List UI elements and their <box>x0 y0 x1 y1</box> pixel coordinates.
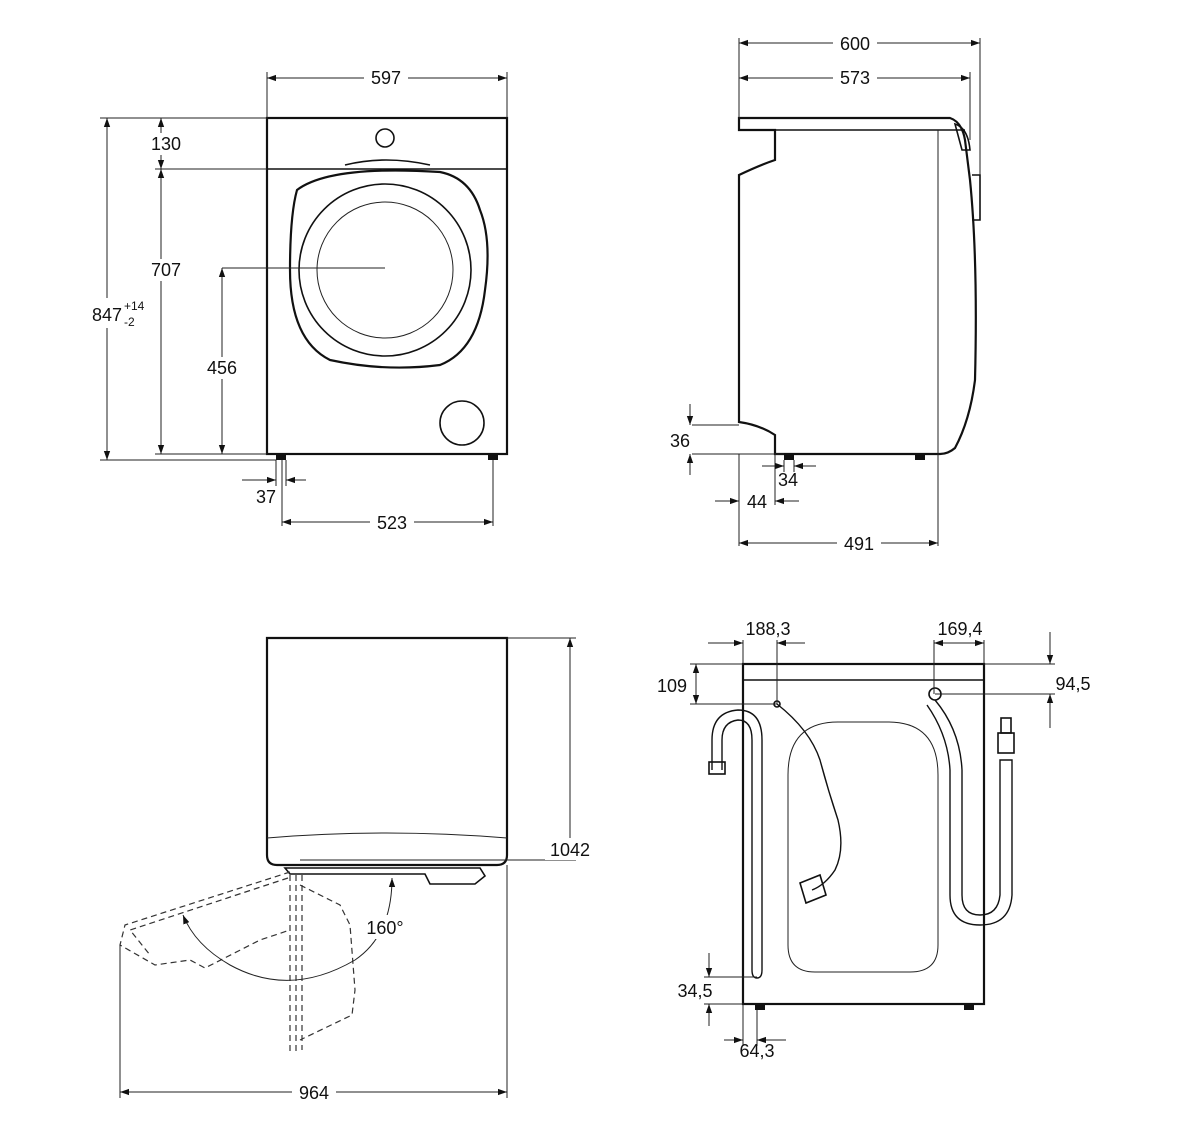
front-door-center-label: 456 <box>207 358 237 378</box>
back-power-height-label: 109 <box>657 676 687 696</box>
front-width-label: 597 <box>371 68 401 88</box>
front-foot-offset-label: 37 <box>256 487 276 507</box>
side-cabinet <box>737 116 977 456</box>
power-cord <box>776 703 842 891</box>
back-bottom-hose-offset-label: 64,3 <box>739 1041 774 1061</box>
front-total-height-label: 847 <box>92 305 122 325</box>
back-view: 188,3 109 169,4 94,5 34,5 64,3 <box>650 619 1091 1061</box>
drain-hose-connector <box>997 732 1015 754</box>
back-cabinet <box>741 662 986 1006</box>
drain-hose-right <box>926 699 1013 926</box>
front-foot-left <box>276 454 286 460</box>
back-drain-offset-label: 169,4 <box>937 619 982 639</box>
top-panel-curve <box>344 159 431 166</box>
side-foot-offset-label: 44 <box>747 492 767 512</box>
back-drain-height-label: 94,5 <box>1055 674 1090 694</box>
door-angle-label: 160° <box>366 918 403 938</box>
side-door-handle <box>972 174 981 221</box>
top-cabinet <box>265 636 509 867</box>
program-knob-icon <box>375 128 395 148</box>
power-plug-icon <box>799 873 827 905</box>
front-view: 597 130 707 847 +14 -2 456 37 523 <box>88 66 509 533</box>
door-open-outline-2 <box>299 884 356 1041</box>
top-view: 160° 1042 964 <box>119 636 595 1103</box>
back-bottom-hose-height-label: 34,5 <box>677 981 712 1001</box>
door-glass <box>316 201 454 339</box>
top-depth-label: 1042 <box>550 840 590 860</box>
side-foot-front <box>784 454 794 460</box>
side-depth-total-label: 600 <box>840 34 870 54</box>
back-foot-left <box>755 1004 765 1010</box>
top-width-label: 964 <box>299 1083 329 1103</box>
side-base-height-label: 36 <box>670 431 690 451</box>
inlet-hose-connector <box>708 761 726 775</box>
front-foot-right <box>488 454 498 460</box>
side-depth-body-label: 491 <box>844 534 874 554</box>
side-foot-width-label: 34 <box>778 470 798 490</box>
front-door-height-label: 707 <box>151 260 181 280</box>
front-foot-span-label: 523 <box>377 513 407 533</box>
back-power-offset-label: 188,3 <box>745 619 790 639</box>
front-top-panel-label: 130 <box>151 134 181 154</box>
front-tolerance-upper: +14 <box>124 299 145 313</box>
side-knob <box>953 122 971 151</box>
back-panel-recess <box>787 721 939 973</box>
door-open-outline-1 <box>119 871 291 969</box>
inlet-hose-left <box>711 709 763 979</box>
side-depth-top-label: 573 <box>840 68 870 88</box>
door-hinge-lines <box>289 875 303 1055</box>
filter-cover <box>439 400 485 446</box>
back-foot-right <box>964 1004 974 1010</box>
door-closed-outline <box>283 867 487 885</box>
side-foot-back <box>915 454 925 460</box>
door-ring <box>298 183 472 357</box>
side-view: 600 573 36 34 44 491 <box>670 32 981 554</box>
front-tolerance-lower: -2 <box>124 315 135 329</box>
